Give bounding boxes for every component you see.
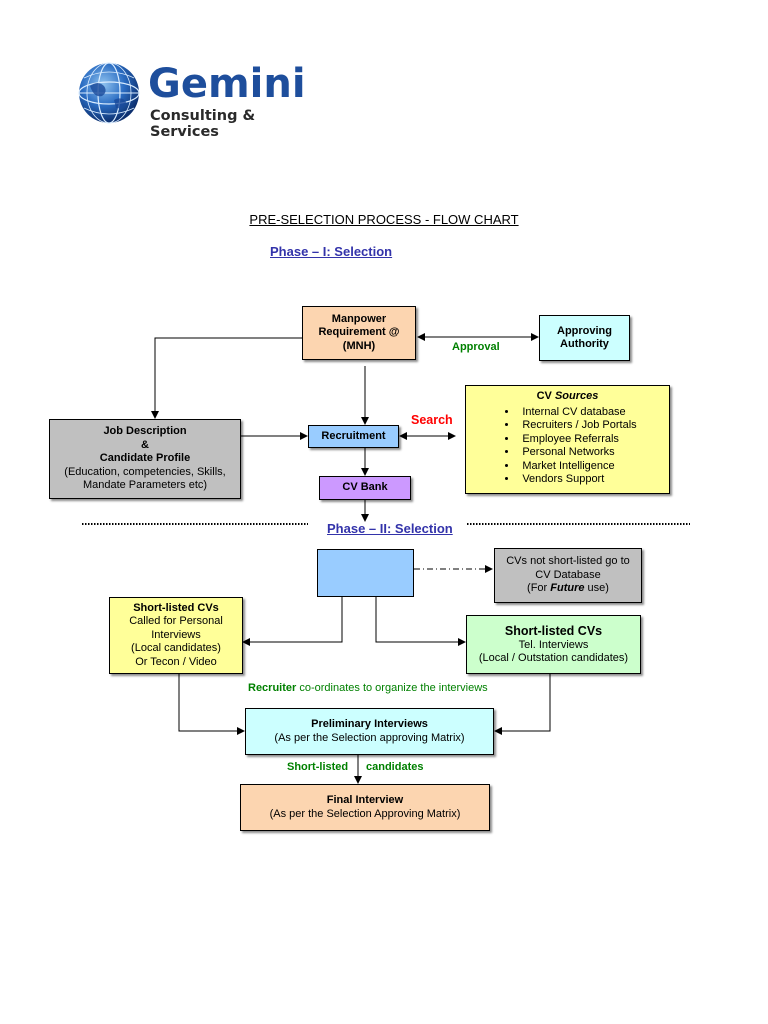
node-preliminary-interviews: Preliminary Interviews (As per the Selec… <box>245 708 494 755</box>
list-item: Personal Networks <box>518 446 636 460</box>
node-shortlisted-personal: Short-listed CVs Called for Personal Int… <box>109 597 243 674</box>
edge-shortleft-preliminary <box>178 674 245 735</box>
phase-2-heading: Phase – II: Selection <box>327 521 453 536</box>
shortlisted-label-right: candidates <box>366 761 424 773</box>
edge-screen-shortleft <box>242 597 343 646</box>
node-cv-sources: CV Sources Internal CV database Recruite… <box>465 385 670 494</box>
phase-1-heading: Phase – I: Selection <box>270 244 393 259</box>
logo-tagline: Consulting & Services <box>150 108 256 140</box>
node-manpower-requirement: Manpower Requirement @ (MNH) <box>302 306 416 360</box>
list-item: Market Intelligence <box>518 460 636 474</box>
node-job-description: Job Description & Candidate Profile (Edu… <box>49 419 241 499</box>
recruiter-note: Recruiter co-ordinates to organize the i… <box>248 682 488 694</box>
logo-name: Gemini <box>148 61 306 107</box>
edge-shortright-preliminary <box>494 674 551 735</box>
cv-sources-list: Internal CV database Recruiters / Job Po… <box>498 406 636 487</box>
node-cv-database: CVs not short-listed go to CV Database (… <box>494 548 642 603</box>
logo: Gemini Consulting & Services <box>76 58 326 140</box>
edge-manpower-jobdesc <box>151 337 302 419</box>
list-item: Internal CV database <box>518 406 636 420</box>
list-item: Recruiters / Job Portals <box>518 419 636 433</box>
list-item: Employee Referrals <box>518 433 636 447</box>
node-screening-blank <box>317 549 414 597</box>
globe-icon <box>78 62 140 124</box>
edge-screen-shortright <box>375 597 466 646</box>
node-approving-authority: Approving Authority <box>539 315 630 361</box>
node-cv-bank: CV Bank <box>319 476 411 500</box>
approval-label: Approval <box>452 341 500 353</box>
search-label: Search <box>411 413 453 427</box>
list-item: Vendors Support <box>518 473 636 487</box>
page-title: PRE-SELECTION PROCESS - FLOW CHART <box>249 212 519 227</box>
node-final-interview: Final Interview (As per the Selection Ap… <box>240 784 490 831</box>
shortlisted-label-left: Short-listed <box>287 761 349 773</box>
node-recruitment: Recruitment <box>308 425 399 448</box>
cv-sources-title: CV Sources <box>536 390 599 402</box>
node-shortlisted-telephonic: Short-listed CVs Tel. Interviews (Local … <box>466 615 641 674</box>
